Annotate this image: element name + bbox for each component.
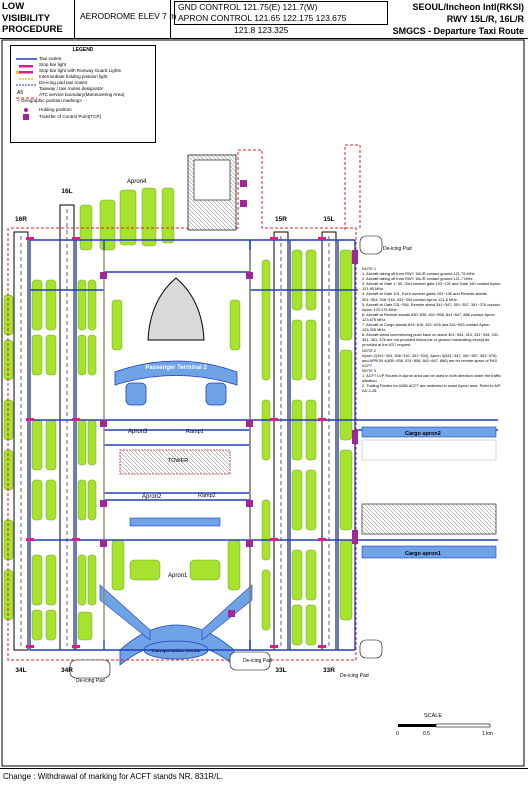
scale-label: SCALE: [424, 713, 442, 719]
note-line: 7. Aircraft at Cargo stands 601~616, 621…: [362, 322, 490, 333]
apron3-label: Apron3: [128, 429, 148, 435]
note-line: 1. ACFT LVP Routes in Apron area can be …: [362, 372, 501, 384]
rwy-16L-label: 16L: [61, 188, 72, 195]
airport-id: SEOUL/Incheon Intl(RKSI) RWY 15L/R, 16L/…: [392, 2, 524, 36]
rwy-34L-label: 34L: [15, 667, 26, 674]
deicing-label-left-bottom: De-icing Pad: [76, 678, 105, 684]
pax2-label: Passenger Terminal 2: [145, 365, 207, 371]
legend-title: LEGEND: [72, 47, 94, 53]
stop-bars: [26, 237, 326, 648]
apron4-label: Apron4: [127, 179, 147, 185]
deicing-label-right-top: De-icing Pad: [383, 246, 412, 252]
rwy-33R-label: 33R: [323, 667, 335, 674]
apron2-label: Apron2: [142, 494, 162, 500]
legend-item-tcp: Transfer of Control Point(TCP): [39, 114, 102, 119]
pax1-label: Passenger Terminal 1: [146, 618, 208, 624]
cargo-aprons: Cargo apron2 Cargo apron1: [361, 426, 497, 559]
note-line: 6. Aircraft at Remote stands 830~836, 83…: [362, 311, 495, 322]
scale-bar: SCALE 0 0.5 1 km: [396, 713, 493, 737]
rwy-33L-label: 33L: [275, 667, 286, 674]
cargo1-label: Cargo apron1: [405, 551, 441, 557]
passenger-terminal-1: Passenger Terminal 1 Transportation Cent…: [99, 584, 253, 666]
note-line: Apron 2(301~304, 306~316, 331~334), Apro…: [362, 352, 498, 368]
ramp1-label: Ramp1: [186, 429, 204, 435]
transport-label: Transportation Center: [151, 648, 201, 654]
tower-label: TOWER: [168, 458, 188, 464]
legend-item-stop-bar: Stop bar light: [39, 62, 67, 67]
rwy-34R-label: 34R: [61, 667, 73, 674]
note-line: 4. Aircraft at Gate 101, Even number gat…: [362, 291, 487, 302]
tower-area: TOWER: [119, 449, 231, 475]
remote-stands-top: [187, 154, 237, 231]
runway-15L-33R: [321, 231, 337, 651]
legend: LEGEND A5 Taxi routes Stop bar light Sto…: [10, 45, 156, 143]
cargo2-label: Cargo apron2: [405, 431, 441, 437]
centerlines: [103, 250, 251, 640]
note-line: 1. Aircraft taking off from RWY 15L/R co…: [362, 271, 476, 277]
note-line: 2. Trailing Routes for A380 ACFT are res…: [362, 383, 501, 394]
notes-panel: NOTE 1 1. Aircraft taking off from RWY 1…: [362, 266, 502, 393]
passenger-terminal-2: Passenger Terminal 2: [114, 277, 238, 406]
legend-item-geo-marking: < Geographic position marking>: [17, 98, 83, 103]
legend-item-designator: Taxiway / taxi routes designator: [39, 86, 104, 91]
legend-item-taxi-routes: Taxi routes: [39, 56, 62, 61]
change-footer: Change : Withdrawal of marking for ACFT …: [0, 768, 528, 781]
runway-15R-33L: [273, 231, 289, 651]
apron1-label: Apron1: [168, 573, 188, 579]
runway-16L-34R: [59, 204, 75, 651]
note-line: 5. Aircraft at Gate 231~268, Remote stan…: [362, 301, 500, 312]
ramp2-label: Ramp2: [198, 493, 216, 499]
aerodrome-elevation: AERODROME ELEV 7 m: [80, 11, 177, 21]
svg-text:A5: A5: [17, 90, 23, 96]
note-line: 3. Aircraft at Gate 1~50, Odd number gat…: [362, 281, 501, 292]
legend-item-intermediate: Intermediate holding position light: [39, 74, 108, 79]
legend-item-atc-boundary: ATC service boundary(Maneuvering Area): [39, 92, 125, 97]
airport-map: Passenger Terminal 2 TOWER Passenger Ter…: [1, 39, 525, 767]
frequency-box: GND CONTROL 121.75(E) 121.7(W) APRON CON…: [174, 1, 388, 36]
atc-boundary: [7, 144, 361, 661]
tcp-points: [100, 180, 358, 617]
scale-tick-2: 1 km: [482, 731, 493, 737]
legend-symbols: A5: [16, 58, 37, 120]
procedure-title: LOW VISIBILITY PROCEDURE: [2, 1, 63, 35]
rwy-15R-label: 15R: [275, 216, 287, 223]
legend-item-holding: Holding position: [39, 107, 72, 112]
note-line: NOTE 2: [362, 347, 377, 353]
deicing-label-mid-bottom: De-icing Pad: [243, 658, 272, 664]
chart-header: LOW VISIBILITY PROCEDURE AERODROME ELEV …: [0, 0, 528, 39]
note-line: 8. Aircraft stand commencing push back o…: [362, 332, 500, 348]
scale-tick-0: 0: [396, 731, 399, 737]
rwy-15L-label: 15L: [323, 216, 334, 223]
deicing-pads: [69, 235, 383, 679]
deicing-label-right-bottom: De-icing Pad: [340, 673, 369, 679]
midfield-concourse: [129, 517, 221, 527]
taxi-routes: [29, 239, 498, 651]
legend-item-stop-bar-rgl: Stop bar light with Runway Guard Lights: [39, 68, 121, 73]
scale-tick-1: 0.5: [423, 731, 430, 737]
rwy-16R-label: 16R: [15, 216, 27, 223]
runway-16R-34L: [13, 231, 29, 651]
note-line: NOTE 1: [362, 266, 377, 271]
legend-item-deicing: De-icing pad taxi routes: [39, 80, 88, 85]
map-border: [1, 39, 525, 767]
change-note: Change : Withdrawal of marking for ACFT …: [3, 772, 223, 781]
note-line: 2. Aircraft taking off from RWY 16L/R co…: [362, 276, 474, 282]
grass-areas: [3, 187, 353, 646]
note-line: NOTE 3: [362, 367, 377, 373]
